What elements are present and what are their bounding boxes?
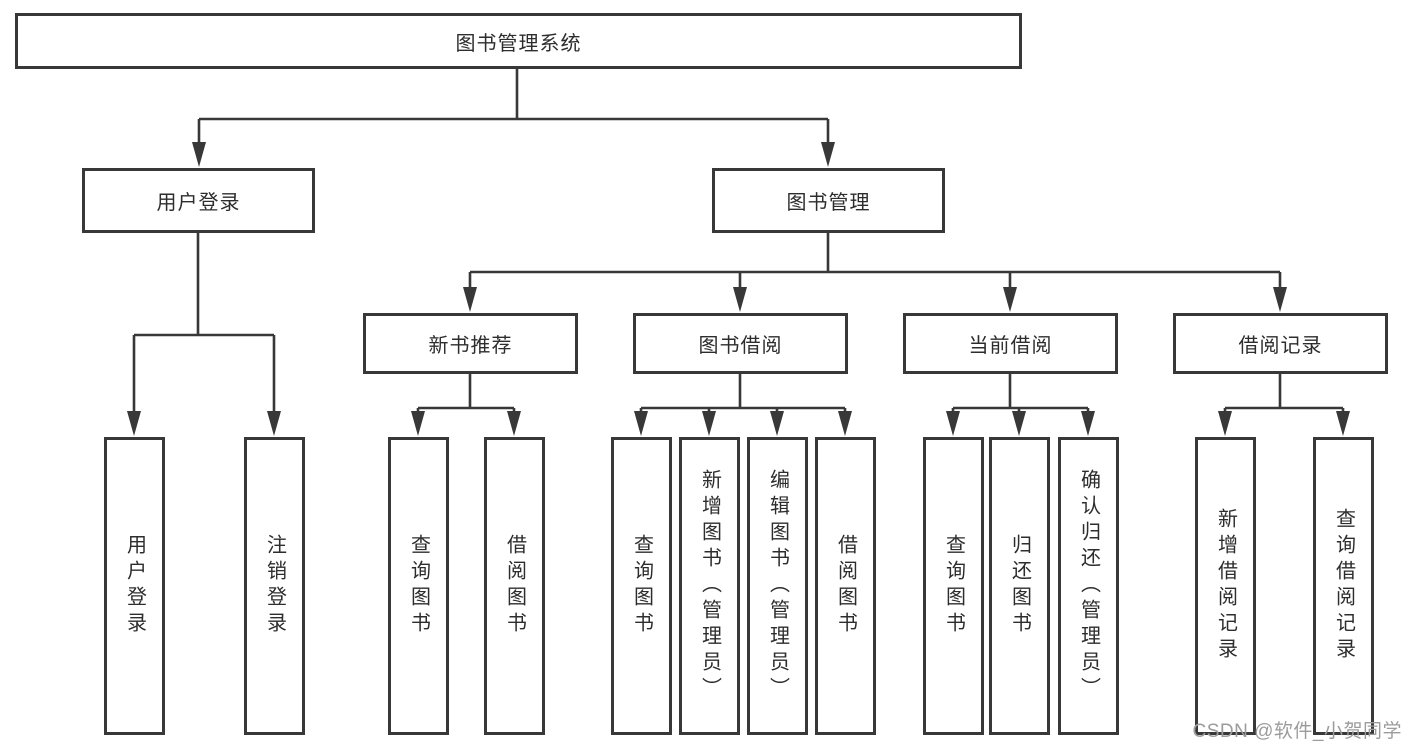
- csdn-watermark: CSDN @软件_小贺同学: [1192, 721, 1402, 742]
- node-book-borrowing: 图书借阅: [633, 313, 848, 374]
- leaf-borrow-books-recommend: 借阅图书: [484, 437, 545, 735]
- node-library-management-system: 图书管理系统: [15, 13, 1022, 69]
- node-user-login: 用户登录: [82, 168, 315, 233]
- leaf-add-book-admin: 新增图书（管理员）: [679, 437, 740, 735]
- node-current-borrowing: 当前借阅: [903, 313, 1118, 374]
- leaf-query-books-current: 查询图书: [923, 437, 984, 735]
- node-borrowing-records: 借阅记录: [1173, 313, 1388, 374]
- leaf-return-book: 归还图书: [989, 437, 1050, 735]
- leaf-query-borrow-record: 查询借阅记录: [1313, 437, 1374, 735]
- leaf-edit-book-admin: 编辑图书（管理员）: [747, 437, 808, 735]
- node-new-book-recommendation: 新书推荐: [363, 313, 578, 374]
- leaf-logout: 注销登录: [244, 437, 305, 735]
- leaf-confirm-return-admin: 确认归还（管理员）: [1058, 437, 1119, 735]
- node-book-management: 图书管理: [712, 168, 945, 233]
- leaf-add-borrow-record: 新增借阅记录: [1195, 437, 1256, 735]
- leaf-user-login: 用户登录: [104, 437, 165, 735]
- leaf-query-books-recommend: 查询图书: [388, 437, 449, 735]
- leaf-query-books-borrow: 查询图书: [611, 437, 672, 735]
- leaf-borrow-books: 借阅图书: [815, 437, 876, 735]
